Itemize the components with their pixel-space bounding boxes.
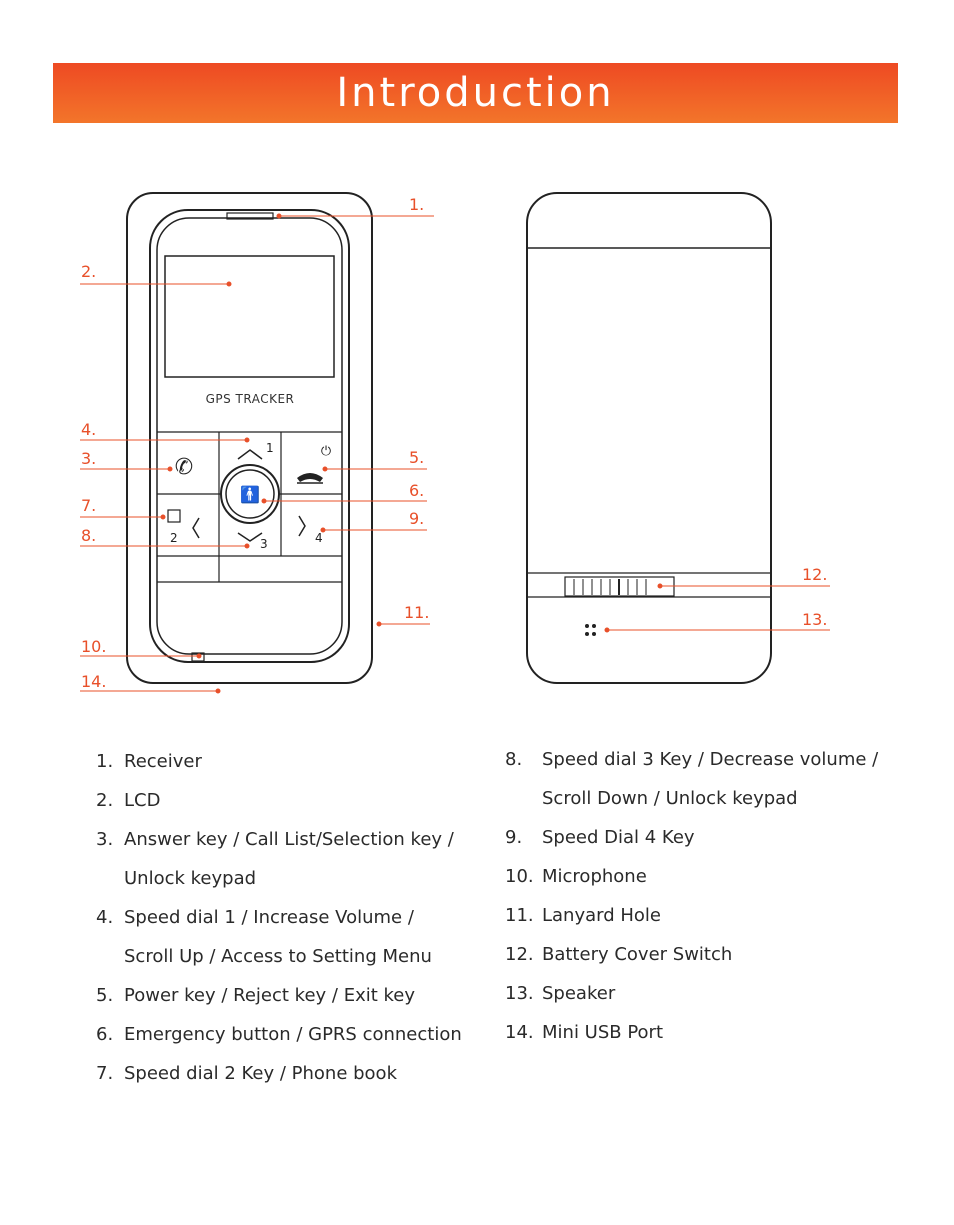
title-banner: Introduction [53,63,898,123]
device-back [526,192,772,684]
phone-answer-icon: ✆ [175,455,193,480]
callout-11: 11. [404,603,429,622]
callout-7: 7. [81,496,96,515]
list-item: 4.Speed dial 1 / Increase Volume / [96,907,414,928]
list-item: 11.Lanyard Hole [505,905,662,926]
list-item: 9.Speed Dial 4 Key [505,827,695,848]
callout-5: 5. [409,448,424,467]
chevron-right-icon [298,515,306,537]
parts-list-left: 1.Receiver 2.LCD 3.Answer key / Call Lis… [96,742,476,1093]
device-brand-label: GPS TRACKER [206,392,295,406]
list-item: 10.Microphone [505,866,647,887]
callout-10: 10. [81,637,106,656]
device-back-shell [526,192,772,684]
key-number-2: 2 [170,531,178,545]
list-item: 1.Receiver [96,751,202,772]
power-key: ⏻ [297,444,331,484]
key-number-1: 1 [266,441,274,455]
chevron-up-icon [237,449,263,460]
callout-leaders [80,213,830,694]
battery-switch-ridges [573,579,647,595]
callout-3: 3. [81,449,96,468]
key-number-4: 4 [315,531,323,545]
list-item: 8.Speed dial 3 Key / Decrease volume / [505,749,879,770]
callout-12: 12. [802,565,827,584]
receiver [226,212,274,220]
device-front-inner-shell [149,209,350,663]
phonebook-icon [167,509,181,523]
list-item: 14.Mini USB Port [505,1022,664,1043]
callout-1: 1. [409,195,424,214]
power-icon: ⏻ [321,444,331,459]
page-title: Introduction [336,70,615,116]
device-front-outer-shell [126,192,373,684]
key-number-3: 3 [260,537,268,551]
callout-4: 4. [81,420,96,439]
list-item: 5.Power key / Reject key / Exit key [96,985,416,1006]
lcd-screen [164,255,335,378]
callout-6: 6. [409,481,424,500]
list-item: 3.Answer key / Call List/Selection key / [96,829,454,850]
list-item: 6.Emergency button / GPRS connection [96,1024,462,1045]
answer-key: ✆ [175,455,193,480]
parts-list-right: 8.Speed dial 3 Key / Decrease volume / S… [505,740,885,1052]
device-front-face [156,217,343,655]
list-item: 13.Speaker [505,983,616,1004]
list-item: 7.Speed dial 2 Key / Phone book [96,1063,397,1084]
chevron-down-icon [237,532,263,542]
list-item-continued: Scroll Up / Access to Setting Menu [124,946,432,967]
speaker-grille [585,624,596,636]
list-item-continued: Scroll Down / Unlock keypad [542,788,798,809]
emergency-button: 🚹 [220,464,280,524]
list-item-continued: Unlock keypad [124,868,257,889]
callout-9: 9. [409,509,424,528]
speed-dial-2-key: 2 [167,509,200,545]
speed-dial-4-key: 4 [298,515,323,545]
callout-8: 8. [81,526,96,545]
callout-14: 14. [81,672,106,691]
sos-person-icon: 🚹 [240,485,260,504]
list-item: 2.LCD [96,790,161,811]
callout-13: 13. [802,610,827,629]
speed-dial-3-key: 3 [237,532,268,551]
chevron-left-icon [192,517,200,539]
microphone [191,652,205,662]
list-item: 12.Battery Cover Switch [505,944,733,965]
device-front [126,192,373,684]
callout-2: 2. [81,262,96,281]
phone-end-icon [297,473,323,482]
speed-dial-1-key: 1 [237,441,274,460]
